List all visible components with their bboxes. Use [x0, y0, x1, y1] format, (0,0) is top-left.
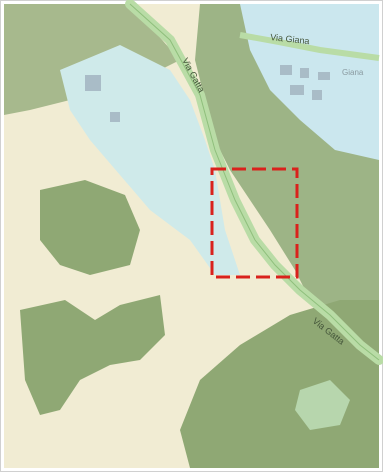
road-via-giana — [239, 32, 380, 61]
building — [300, 68, 309, 78]
building — [280, 65, 292, 75]
forest-patch-bottom-left — [20, 295, 165, 415]
road-via-gatta-edge — [129, 3, 380, 361]
wetland-area-middle — [60, 45, 240, 275]
building — [318, 72, 330, 80]
clearing-area — [295, 380, 350, 430]
forest-area-right-strip — [195, 4, 379, 380]
highlight-box — [210, 167, 299, 279]
forest-patch-left — [40, 180, 140, 275]
building — [290, 85, 304, 95]
building — [85, 75, 101, 91]
road-label-via-giana: Via Giana — [270, 32, 310, 46]
residential-area-top-right — [230, 4, 379, 165]
place-label-giana: Giana — [342, 68, 364, 77]
building — [312, 90, 322, 100]
building — [110, 112, 120, 122]
